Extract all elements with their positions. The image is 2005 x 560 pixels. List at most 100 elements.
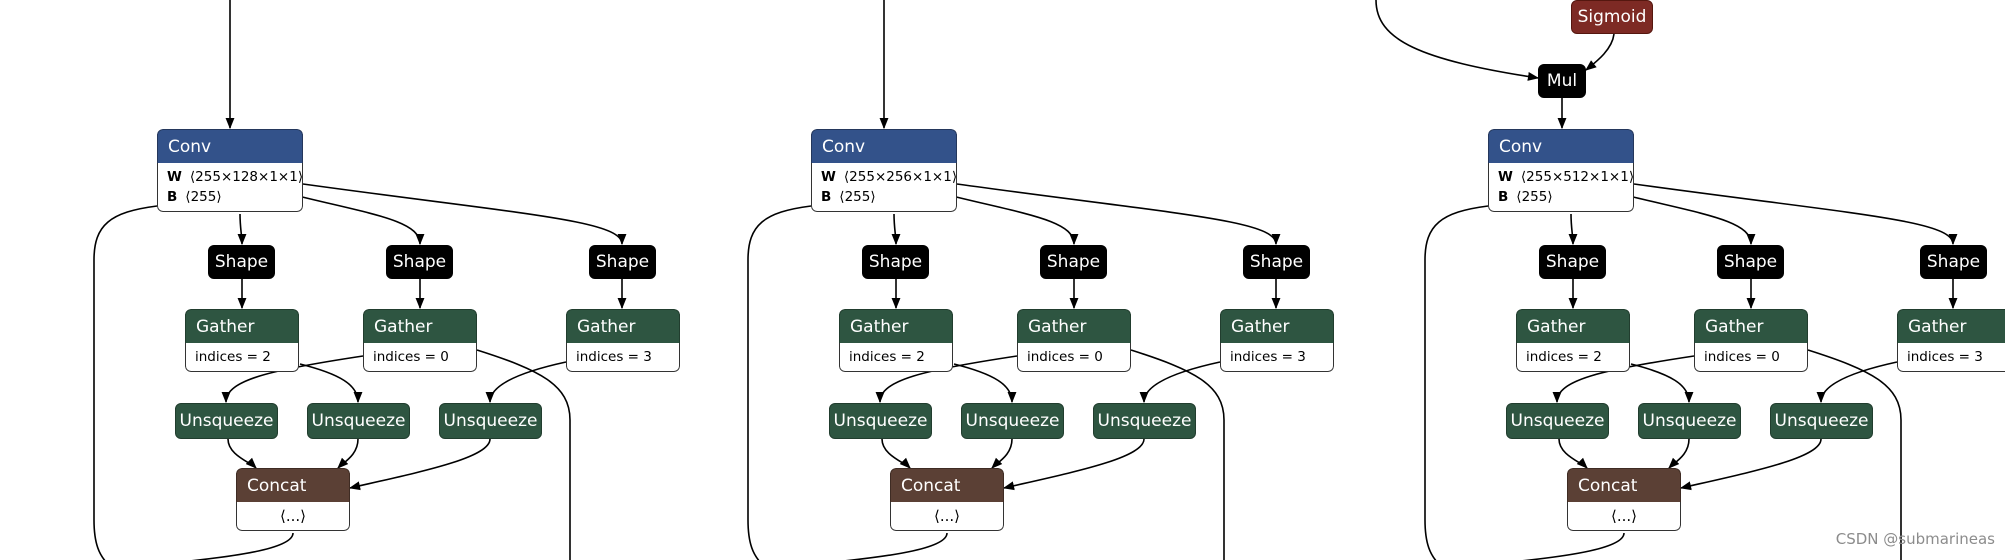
- shape-node-3-3-label: Shape: [1926, 252, 1981, 272]
- conv-weight-shape: ⟨255×256×1×1⟩: [843, 169, 957, 185]
- shape-node-3-3[interactable]: Shape: [1920, 245, 1987, 279]
- mul-node-3-label: Mul: [1546, 71, 1578, 91]
- sigmoid-node-3[interactable]: Sigmoid: [1571, 0, 1653, 34]
- g1-edge-conv-shape1: [237, 213, 247, 246]
- g3-edge-conv-shape3: [1633, 183, 1958, 246]
- concat-inputs: ⟨...⟩: [279, 507, 306, 525]
- g1-edge-gather2-right: [476, 349, 571, 560]
- shape-node-1-3[interactable]: Shape: [589, 245, 656, 279]
- gather-node-2-1-label: Gather: [839, 309, 953, 343]
- g1-edge-gather1-unsq2: [299, 363, 363, 404]
- unsqueeze-node-3-1-label: Unsqueeze: [1510, 411, 1605, 431]
- gather-node-2-2-attributes: indices = 0: [1017, 343, 1131, 372]
- g3-edge-unsq2-concat: [1668, 438, 1690, 469]
- g2-edge-conv-shape2: [943, 193, 1079, 246]
- gather-node-1-3-label: Gather: [566, 309, 680, 343]
- g1-edge-unsq1-concat: [227, 438, 257, 469]
- gather-indices: indices = 2: [849, 349, 925, 365]
- conv-weight-shape: ⟨255×128×1×1⟩: [189, 169, 303, 185]
- unsqueeze-node-1-1[interactable]: Unsqueeze: [175, 403, 278, 439]
- shape-node-2-3-label: Shape: [1249, 252, 1304, 272]
- shape-node-2-2-label: Shape: [1046, 252, 1101, 272]
- g3-edge-conv-shape2: [1620, 193, 1756, 246]
- unsqueeze-node-2-3[interactable]: Unsqueeze: [1093, 403, 1196, 439]
- shape-node-1-1[interactable]: Shape: [208, 245, 275, 279]
- conv-bias-attr: B⟨255⟩: [821, 187, 947, 207]
- conv-node-1-attributes: W ⟨255×128×1×1⟩ B⟨255⟩: [157, 163, 303, 212]
- unsqueeze-node-1-2[interactable]: Unsqueeze: [307, 403, 410, 439]
- shape-node-1-2-label: Shape: [392, 252, 447, 272]
- conv-node-2-attributes: W ⟨255×256×1×1⟩ B⟨255⟩: [811, 163, 957, 212]
- gather-node-2-3[interactable]: Gather indices = 3: [1220, 309, 1334, 372]
- gather-indices: indices = 3: [1230, 349, 1306, 365]
- conv-bias-key: B: [1498, 189, 1509, 205]
- shape-node-2-1[interactable]: Shape: [862, 245, 929, 279]
- conv-bias-shape: ⟨255⟩: [185, 189, 222, 205]
- conv-node-3-label: Conv: [1488, 129, 1634, 163]
- conv-weight-attr: W ⟨255×256×1×1⟩: [821, 167, 957, 187]
- conv-weight-key: W: [167, 169, 182, 185]
- unsqueeze-node-2-1-label: Unsqueeze: [833, 411, 928, 431]
- concat-node-2[interactable]: Concat⟨...⟩: [890, 468, 1004, 531]
- g1-edge-gather2-unsq1: [221, 355, 364, 404]
- conv-bias-attr: B⟨255⟩: [167, 187, 293, 207]
- gather-indices: indices = 2: [195, 349, 271, 365]
- gather-node-1-1-label: Gather: [185, 309, 299, 343]
- g2-edge-gather2-unsq1: [875, 355, 1018, 404]
- gather-node-2-1[interactable]: Gather indices = 2: [839, 309, 953, 372]
- concat-node-1-attributes: ⟨...⟩: [236, 502, 350, 531]
- gather-node-1-2-label: Gather: [363, 309, 477, 343]
- shape-node-2-3[interactable]: Shape: [1243, 245, 1310, 279]
- gather-indices: indices = 3: [1907, 349, 1983, 365]
- g3-edge-unsq3-concat: [1679, 438, 1822, 491]
- g1-edge-conv-bypass: [93, 205, 158, 560]
- concat-node-3-attributes: ⟨...⟩: [1567, 502, 1681, 531]
- g2-edge-unsq1-concat: [881, 438, 911, 469]
- conv-node-1-label: Conv: [157, 129, 303, 163]
- unsqueeze-node-2-3-label: Unsqueeze: [1097, 411, 1192, 431]
- g2-edge-conv-shape3: [956, 183, 1281, 246]
- unsqueeze-node-3-3-label: Unsqueeze: [1774, 411, 1869, 431]
- conv-weight-key: W: [821, 169, 836, 185]
- conv-weight-attr: W⟨255×512×1×1⟩: [1498, 167, 1634, 187]
- concat-inputs: ⟨...⟩: [1610, 507, 1637, 525]
- g2-edge-gather3-unsq3: [1139, 361, 1221, 404]
- gather-node-2-3-label: Gather: [1220, 309, 1334, 343]
- shape-node-3-1[interactable]: Shape: [1539, 245, 1606, 279]
- conv-weight-attr: W ⟨255×128×1×1⟩: [167, 167, 303, 187]
- concat-inputs: ⟨...⟩: [933, 507, 960, 525]
- shape-node-3-2-label: Shape: [1723, 252, 1778, 272]
- g3-edge-gather1-unsq2: [1630, 363, 1694, 404]
- unsqueeze-node-1-3[interactable]: Unsqueeze: [439, 403, 542, 439]
- g2-edge-conv-shape1: [891, 213, 901, 246]
- gather-node-1-1[interactable]: Gather indices = 2: [185, 309, 299, 372]
- concat-node-3[interactable]: Concat⟨...⟩: [1567, 468, 1681, 531]
- shape-node-1-2[interactable]: Shape: [386, 245, 453, 279]
- unsqueeze-node-2-2[interactable]: Unsqueeze: [961, 403, 1064, 439]
- mul-node-3[interactable]: Mul: [1538, 64, 1586, 98]
- unsqueeze-node-3-1[interactable]: Unsqueeze: [1506, 403, 1609, 439]
- gather-node-2-3-attributes: indices = 3: [1220, 343, 1334, 372]
- unsqueeze-node-3-2[interactable]: Unsqueeze: [1638, 403, 1741, 439]
- unsqueeze-node-3-3[interactable]: Unsqueeze: [1770, 403, 1873, 439]
- shape-node-3-2[interactable]: Shape: [1717, 245, 1784, 279]
- unsqueeze-node-3-2-label: Unsqueeze: [1642, 411, 1737, 431]
- unsqueeze-node-1-1-label: Unsqueeze: [179, 411, 274, 431]
- gather-node-2-2-label: Gather: [1017, 309, 1131, 343]
- concat-node-1[interactable]: Concat⟨...⟩: [236, 468, 350, 531]
- unsqueeze-node-2-1[interactable]: Unsqueeze: [829, 403, 932, 439]
- sigmoid-node-3-label: Sigmoid: [1577, 7, 1647, 27]
- g1-edge-unsq3-concat: [348, 438, 491, 491]
- shape-node-1-1-label: Shape: [214, 252, 269, 272]
- gather-node-1-3-attributes: indices = 3: [566, 343, 680, 372]
- shape-node-2-2[interactable]: Shape: [1040, 245, 1107, 279]
